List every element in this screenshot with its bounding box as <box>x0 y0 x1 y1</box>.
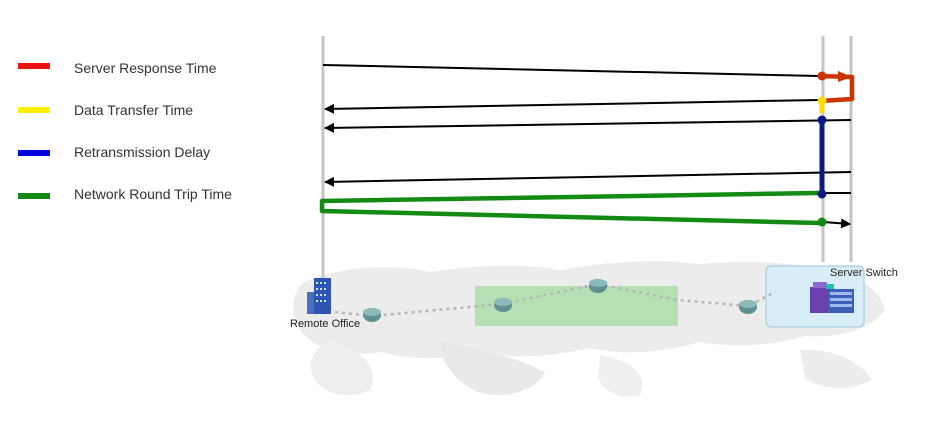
ack-packet <box>822 218 851 229</box>
legend-label-retransmission: Retransmission Delay <box>74 144 210 160</box>
legend-label-server-response: Server Response Time <box>74 60 217 76</box>
retransmission-end-dot <box>817 189 827 199</box>
legend: Server Response Time Data Transfer Time … <box>18 60 232 202</box>
legend-swatch-retransmission <box>18 150 50 156</box>
router-icon <box>589 279 607 293</box>
router-icon <box>739 300 757 314</box>
server-response-arrowhead <box>838 71 852 82</box>
response-packet-2 <box>324 119 852 133</box>
legend-swatch-data-transfer <box>18 107 50 113</box>
response-packet-1 <box>324 99 820 114</box>
server-rack-icon <box>810 282 854 313</box>
response-start-dot <box>817 71 827 81</box>
router-icon <box>494 298 512 312</box>
round-trip-segment <box>319 190 820 226</box>
transfer-dot <box>817 96 827 106</box>
server-response-segment <box>818 73 855 104</box>
legend-swatch-round-trip <box>18 193 50 199</box>
legend-label-round-trip: Network Round Trip Time <box>74 186 232 202</box>
remote-office-label: Remote Office <box>290 318 360 330</box>
legend-label-data-transfer: Data Transfer Time <box>74 102 193 118</box>
response-packet-3 <box>324 171 852 187</box>
legend-swatch-server-response <box>18 63 50 69</box>
request-packet-1 <box>322 64 820 77</box>
retransmission-start-dot <box>817 115 827 125</box>
round-trip-end-dot <box>817 217 827 227</box>
router-icon <box>363 308 381 322</box>
office-building-icon <box>307 278 331 314</box>
server-switch-label: Server Switch <box>830 267 898 279</box>
